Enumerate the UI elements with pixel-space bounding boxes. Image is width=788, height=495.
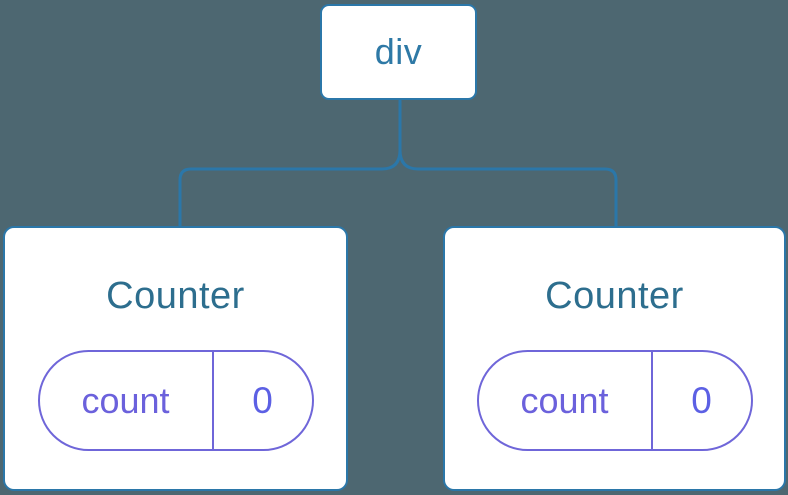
root-node-div: div bbox=[320, 4, 477, 100]
counter-node-right: Counter count 0 bbox=[443, 226, 786, 491]
counter-left-state-pill: count 0 bbox=[37, 350, 314, 451]
counter-left-state-value: 0 bbox=[252, 379, 273, 421]
connector-right-branch bbox=[398, 99, 618, 229]
counter-right-state-value: 0 bbox=[691, 379, 712, 421]
counter-right-state-pill: count 0 bbox=[476, 350, 753, 451]
counter-right-state-key: count bbox=[479, 352, 653, 449]
counter-node-left: Counter count 0 bbox=[3, 226, 348, 491]
counter-left-state-key: count bbox=[40, 352, 214, 449]
connector-left-branch bbox=[178, 99, 402, 229]
counter-left-title: Counter bbox=[106, 274, 245, 317]
counter-right-title: Counter bbox=[545, 274, 684, 317]
root-node-label: div bbox=[374, 31, 423, 72]
